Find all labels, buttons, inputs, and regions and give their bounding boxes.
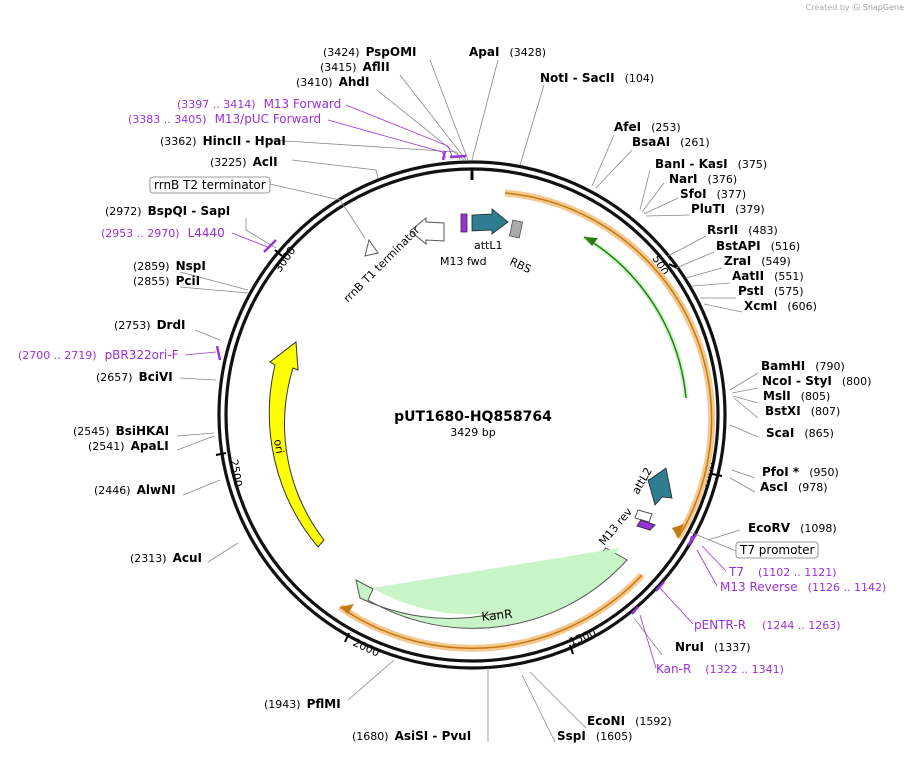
enzyme-aatii: AatII(551)	[732, 269, 804, 283]
enzyme-asci: AscI(978)	[760, 480, 828, 494]
orf-arcs	[338, 189, 716, 652]
plasmid-name: pUT1680-HQ858764	[394, 409, 552, 425]
enzyme-nrui: NruI(1337)	[675, 640, 751, 654]
primer-kan-r: Kan-R(1322 .. 1341)	[656, 662, 784, 676]
enzyme-nari: NarI(376)	[669, 172, 737, 186]
snapgene-credit: Created by 🄖 SnapGene	[806, 2, 904, 13]
enzyme-pspomi: (3424)PspOMI	[323, 45, 417, 59]
enzyme-psti: PstI(575)	[738, 284, 804, 298]
attl2-arrow	[647, 467, 673, 506]
primer-leaders	[184, 104, 727, 669]
enzyme-sfoi: SfoI(377)	[680, 187, 746, 201]
leader-lines	[176, 59, 759, 743]
enzyme-sspi: SspI(1605)	[557, 729, 632, 743]
boxed-labels: rrnB T2 terminator T7 promoter	[149, 176, 819, 559]
rrnb-t1-arrow	[409, 216, 445, 246]
m13rev-label: M13 rev	[596, 505, 635, 548]
kanr-feature: KanR	[355, 547, 628, 629]
enzyme-bamhi: BamHI(790)	[761, 359, 845, 373]
attl1-label: attL1	[474, 239, 503, 252]
primer-markers	[215, 150, 697, 615]
m13rev-marker-a	[634, 509, 653, 523]
attl1-arrow	[471, 208, 509, 235]
enzyme-pluti: PluTI(379)	[691, 202, 765, 216]
primer-l4440: (2953 .. 2970)L4440	[101, 226, 225, 240]
enzyme-ecorv: EcoRV(1098)	[748, 521, 837, 535]
enzyme-pfoi: PfoI *(950)	[762, 465, 839, 479]
enzyme-pcii: (2855)PciI	[133, 274, 200, 288]
enzyme-noti-sacii: NotI - SacII(104)	[540, 71, 654, 85]
enzyme-apai: ApaI(3428)	[469, 45, 546, 59]
enzyme-bani-kasi: BanI - KasI(375)	[655, 157, 767, 171]
kanr-label: KanR	[481, 607, 513, 624]
primer-labels: (3397 .. 3414)M13 Forward (3383 .. 3405)…	[18, 97, 886, 676]
enzyme-bsihkai: (2545)BsiHKAI	[73, 424, 169, 438]
enzyme-zrai: ZraI(549)	[724, 254, 791, 268]
enzyme-apali: (2541)ApaLI	[88, 439, 169, 453]
enzyme-hincii-hpai: (3362)HincII - HpaI	[160, 134, 286, 148]
primer-pentr-r: pENTR-R(1244 .. 1263)	[694, 618, 841, 632]
m13rev-feature	[636, 519, 656, 531]
enzyme-asisi-pvui: (1680)AsiSI - PvuI	[352, 729, 471, 743]
ori-feature: ori	[268, 341, 325, 548]
enzyme-ncoi-styi: NcoI - StyI(800)	[762, 374, 871, 388]
credit-text: Created by	[805, 3, 850, 12]
enzyme-acli: (3225)AclI	[210, 155, 278, 169]
rbs-feature	[508, 219, 524, 239]
primer-m13-reverse: M13 Reverse(1126 .. 1142)	[720, 580, 886, 594]
m13fwd-feature	[460, 213, 468, 233]
primer-t7: T7(1102 .. 1121)	[728, 565, 837, 579]
ruler-label-2000: 2000	[351, 636, 382, 660]
enzyme-bsaai: BsaAI(261)	[632, 135, 710, 149]
enzyme-scai: ScaI(865)	[766, 426, 834, 440]
enzyme-nspi: (2859)NspI	[133, 259, 206, 273]
enzyme-afei: AfeI(253)	[614, 120, 681, 134]
enzyme-alwni: (2446)AlwNI	[94, 483, 176, 497]
enzyme-xcmi: XcmI(606)	[744, 299, 817, 313]
ruler-label-2500: 2500	[227, 458, 245, 488]
rrnb-t1-label: rrnB T1 terminator	[341, 223, 423, 305]
enzyme-bspqi-sapi: (2972)BspQI - SapI	[105, 204, 230, 218]
enzyme-bstapi: BstAPI(516)	[716, 239, 800, 253]
rbs-label: RBS	[508, 255, 533, 276]
enzyme-ahdi: (3410)AhdI	[296, 75, 369, 89]
enzyme-aflii: (3415)AflII	[320, 60, 390, 74]
ruler-label-3000: 3000	[272, 244, 299, 274]
enzyme-bcivi: (2657)BciVI	[96, 370, 173, 384]
enzyme-msli: MslI(805)	[763, 389, 830, 403]
enzyme-rsrii: RsrII(483)	[707, 223, 778, 237]
primer-m13-forward: (3397 .. 3414)M13 Forward	[177, 97, 341, 111]
ori-label: ori	[271, 438, 286, 454]
rrnb-t2-marker	[364, 238, 379, 257]
enzyme-pflmi: (1943)PflMI	[264, 697, 341, 711]
rrnb-t2-label: rrnB T2 terminator	[154, 178, 266, 192]
enzyme-drdi: (2753)DrdI	[114, 318, 186, 332]
snapgene-logo-icon: 🄖	[852, 3, 861, 12]
primer-pbr322ori: (2700 .. 2719)pBR322ori-F	[18, 348, 179, 362]
plasmid-size: 3429 bp	[450, 426, 495, 439]
m13fwd-label: M13 fwd	[440, 255, 487, 268]
enzyme-acui: (2313)AcuI	[130, 551, 202, 565]
inner-cds-arc	[582, 234, 689, 399]
primer-m13puc-forward: (3383 .. 3405)M13/pUC Forward	[128, 112, 321, 126]
inner-features: attL1 M13 fwd RBS rrnB T1 terminator att…	[341, 208, 673, 548]
enzyme-labels: ApaI(3428) (3424)PspOMI (3415)AflII (341…	[73, 45, 871, 743]
enzyme-bstxi: BstXI(807)	[765, 404, 840, 418]
credit-brand: SnapGene	[862, 3, 904, 12]
enzyme-econi: EcoNI(1592)	[587, 714, 672, 728]
t7-promoter-label: T7 promoter	[739, 543, 815, 557]
